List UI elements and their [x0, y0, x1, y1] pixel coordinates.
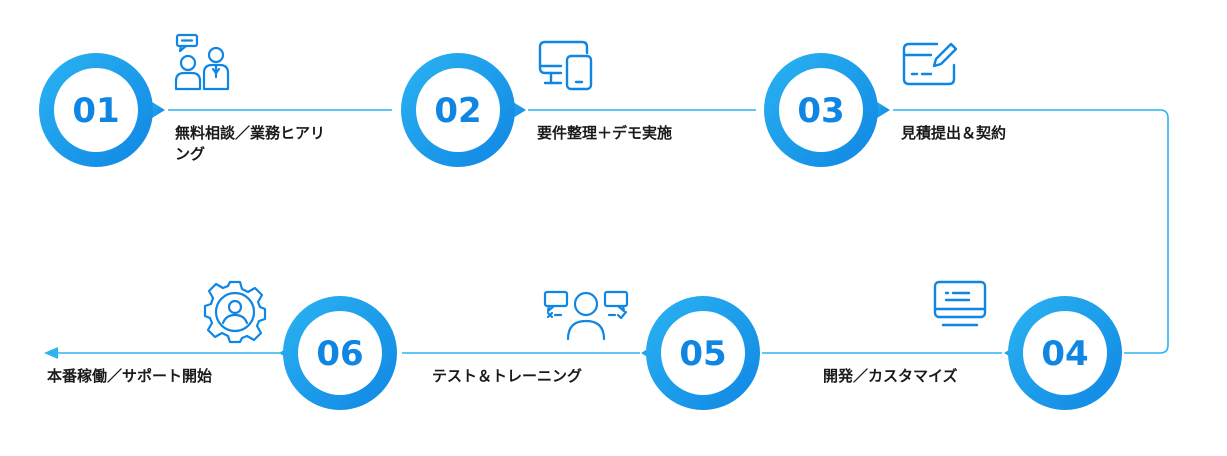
step-number-02: 02 — [434, 91, 481, 131]
flow-connectors — [52, 109, 1169, 354]
step-label-06-line-1: 本番稼働／サポート開始 — [47, 367, 213, 385]
step-label-01: 無料相談／業務ヒアリ ング — [175, 123, 325, 165]
step-circle-01: 01 — [39, 53, 165, 167]
step-label-05: テスト＆トレーニング — [432, 366, 582, 387]
devices-icon — [537, 39, 597, 93]
step-circle-04: 04 — [1004, 296, 1122, 410]
step-label-05-line-1: テスト＆トレーニング — [432, 367, 583, 385]
step-label-01-line-1: 無料相談／業務ヒアリ — [175, 124, 326, 142]
training-person-icon — [542, 289, 630, 341]
step-circle-06: 06 — [279, 296, 397, 410]
end-arrowhead — [44, 347, 58, 359]
consultation-people-icon — [172, 33, 236, 93]
step-circle-05: 05 — [641, 296, 760, 410]
step-number-04: 04 — [1041, 334, 1088, 374]
contract-edit-icon — [901, 41, 959, 87]
step-label-04-line-1: 開発／カスタマイズ — [823, 367, 958, 385]
connector-03-04 — [893, 109, 1169, 354]
step-label-01-line-2: ング — [175, 145, 206, 163]
step-number-06: 06 — [316, 334, 363, 374]
step-label-04: 開発／カスタマイズ — [823, 366, 958, 387]
step-number-01: 01 — [72, 91, 119, 131]
step-circle-03: 03 — [764, 53, 890, 167]
monitor-screen-icon — [931, 279, 989, 329]
support-gear-icon — [202, 278, 268, 344]
step-label-03-line-1: 見積提出＆契約 — [901, 124, 1007, 142]
step-number-05: 05 — [679, 334, 726, 374]
step-label-03: 見積提出＆契約 — [901, 123, 1006, 144]
step-label-02: 要件整理＋デモ実施 — [537, 123, 672, 144]
step-number-03: 03 — [797, 91, 844, 131]
step-label-06: 本番稼働／サポート開始 — [47, 366, 212, 387]
step-circle-02: 02 — [401, 53, 526, 167]
step-label-02-line-1: 要件整理＋デモ実施 — [537, 124, 673, 142]
